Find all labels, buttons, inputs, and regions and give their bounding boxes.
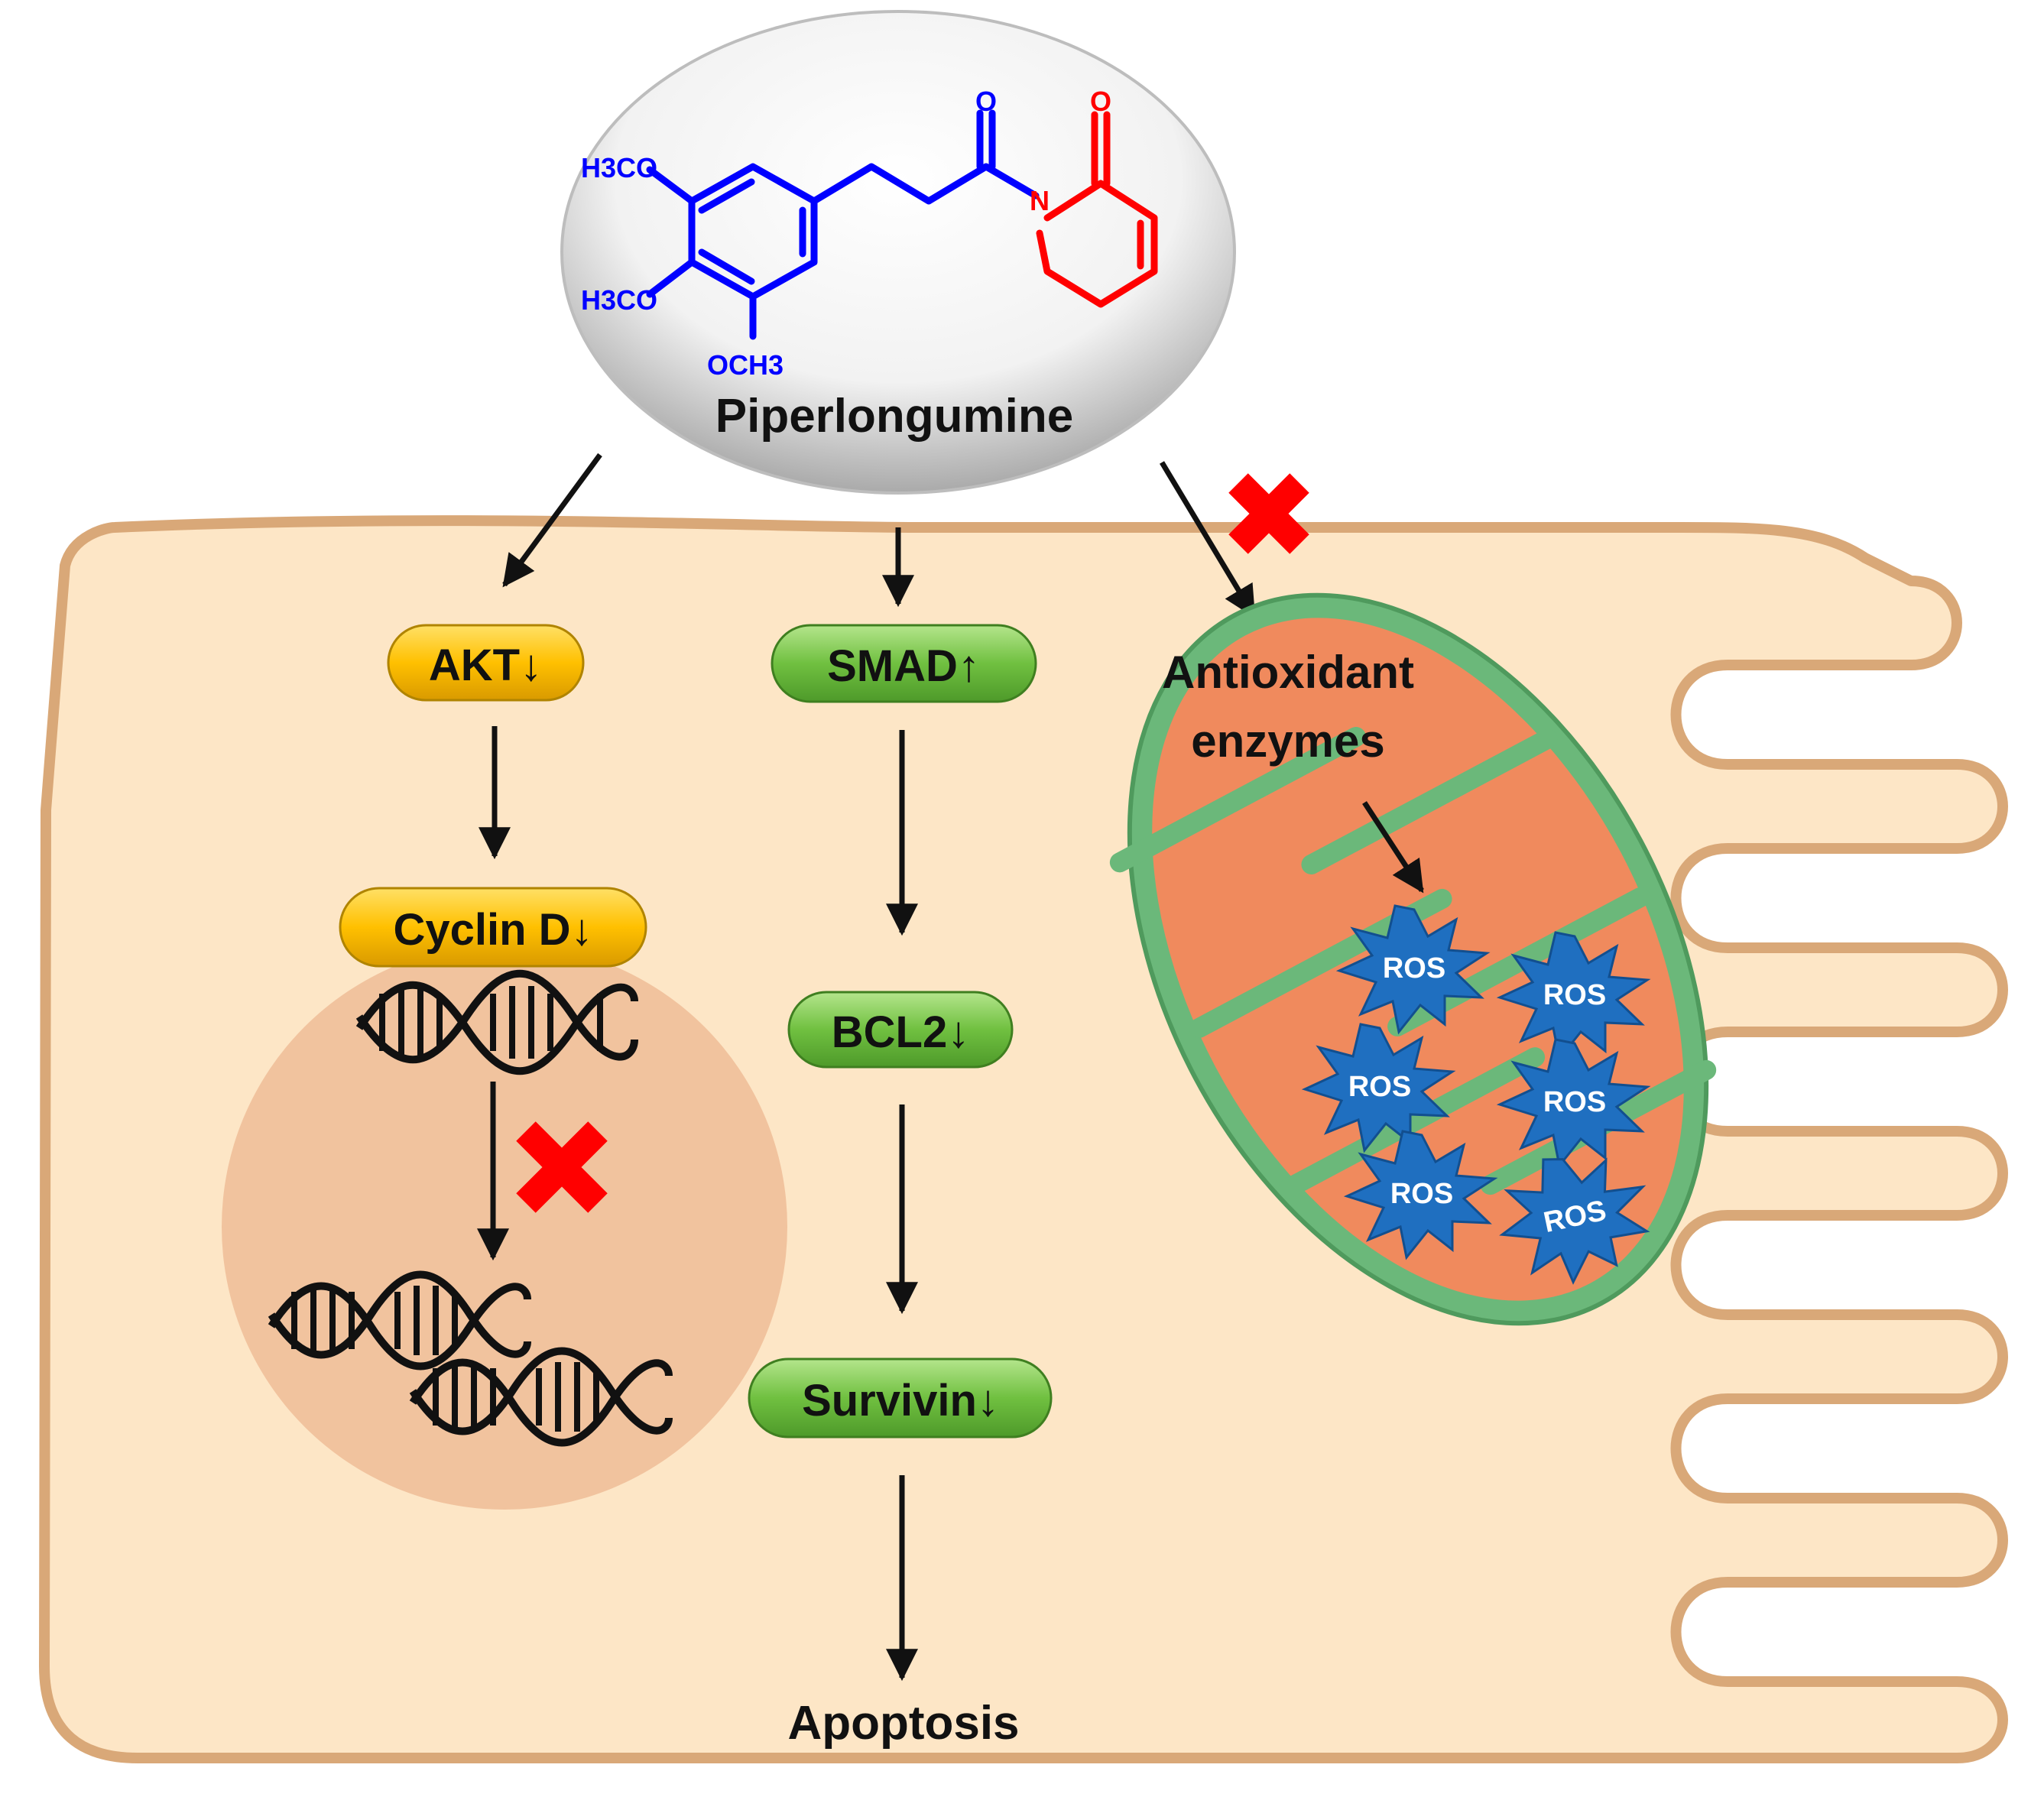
ros-label-4: ROS: [1543, 1086, 1606, 1118]
node-smad-label: SMAD↑: [827, 641, 980, 691]
methoxy-label-top: H3CO: [581, 152, 657, 183]
node-akt: [387, 624, 585, 702]
arrow-enzymes-to-ros: [1362, 801, 1424, 894]
compound-name: Piperlongumine: [715, 390, 1073, 443]
dna-helix-bottom-right: [409, 1347, 673, 1447]
node-bcl2-label: BCL2↓: [832, 1007, 969, 1057]
node-survivin-label: Survivin↓: [802, 1376, 999, 1426]
carbonyl-oxygen-label: O: [975, 86, 997, 117]
ros-label-5: ROS: [1390, 1178, 1453, 1210]
ros-burst-5: ROS: [1343, 1130, 1498, 1260]
mito-label-line2: enzymes: [1191, 715, 1384, 767]
ros-label-3: ROS: [1348, 1071, 1411, 1103]
compound-oval: [560, 10, 1236, 495]
ros-burst-1: ROS: [1335, 904, 1491, 1035]
ros-label-1: ROS: [1383, 952, 1445, 984]
mito-label-line1: Antioxidant: [1162, 647, 1414, 698]
node-akt-label: AKT↓: [429, 641, 542, 690]
outcome-apoptosis: Apoptosis: [787, 1697, 1019, 1750]
inhibition-mark-mitochondrion: [1228, 473, 1309, 554]
arrow-to-mitochondrion: [1159, 461, 1257, 618]
nitrogen-label: N: [1030, 185, 1050, 216]
node-bcl2: [787, 991, 1014, 1069]
ros-label-2: ROS: [1543, 979, 1606, 1011]
dna-helix-top: [355, 970, 638, 1075]
ros-burst-2: ROS: [1496, 931, 1651, 1062]
node-cyclin-d: [339, 887, 647, 968]
dna-helix-bottom-left: [268, 1270, 531, 1370]
node-smad: [771, 624, 1037, 703]
ros-burst-4: ROS: [1496, 1038, 1651, 1169]
ros-burst-6: ROS: [1499, 1157, 1650, 1285]
chemical-structure: [646, 109, 1158, 340]
ros-burst-3: ROS: [1301, 1023, 1456, 1153]
ring-carbonyl-oxygen-label: O: [1090, 86, 1111, 117]
inhibition-mark-dna: [516, 1121, 608, 1213]
node-cyclin-d-label: Cyclin D↓: [393, 905, 592, 955]
arrow-to-akt: [502, 452, 602, 588]
nucleus: [222, 944, 787, 1510]
node-survivin: [748, 1357, 1053, 1439]
methoxy-label-middle: H3CO: [581, 284, 657, 316]
methoxy-label-bottom: OCH3: [707, 349, 784, 381]
